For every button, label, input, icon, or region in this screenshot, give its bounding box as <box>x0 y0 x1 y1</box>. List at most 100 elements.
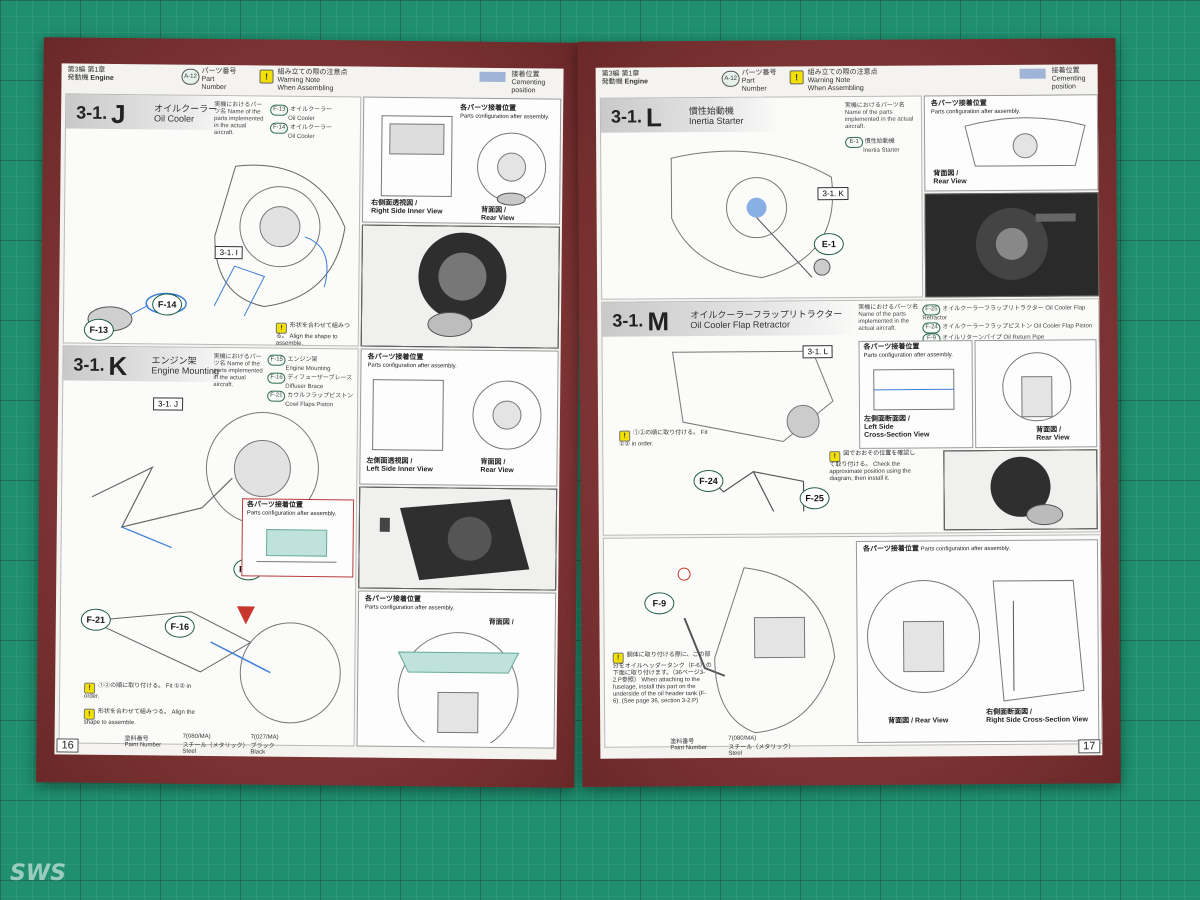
chapter-jp: 発動機 <box>67 74 89 82</box>
caption-jp: 背面図 / <box>888 717 914 725</box>
paint-en: Steel <box>182 748 197 755</box>
callout-f-16: F-16 <box>164 615 195 638</box>
caption-jp: 各パーツ接着位置 <box>365 595 421 604</box>
right-page: 第3編 第1章 発動機 Engine A-12 パーツ番号 Part Numbe… <box>577 38 1121 787</box>
note-text: 図でおおその位置を確認して取り付ける。 Check the approximat… <box>829 450 916 483</box>
legend-en: Oil Cooler Flap Piston <box>1033 323 1093 330</box>
legend-jp: 慣性始動機 <box>864 138 895 145</box>
cross-section-drawing <box>873 368 955 411</box>
warning-label: 組み立ての際の注意点 Warning Note When Assembling <box>277 69 347 94</box>
caption-en-2: Cross-Section View <box>864 431 930 439</box>
section-letter: K <box>108 350 128 382</box>
parts-legend-intro: 実機におけるパーツ名 Name of the parts implemented… <box>858 304 919 332</box>
callout-f-13: F-13 <box>83 318 114 341</box>
cement-en-2: position <box>511 87 536 95</box>
section-title-en: Inertia Starter <box>688 115 744 127</box>
legend-jp: オイルクーラー <box>289 124 333 132</box>
paint-jp: 塗料番号 <box>670 739 695 746</box>
warn-en-2: When Assembling <box>807 84 864 93</box>
part-jp: パーツ番号 <box>741 69 777 77</box>
cementing-label: 接着位置 Cementing position <box>511 71 545 95</box>
right-page-content: 第3編 第1章 発動機 Engine A-12 パーツ番号 Part Numbe… <box>595 64 1103 759</box>
rear-view-drawing <box>1002 352 1072 422</box>
inset-drawing <box>256 529 337 563</box>
caption-jp: 背面図 / <box>481 206 507 215</box>
left-page-header: 第3編 第1章 発動機 Engine A-12 パーツ番号 Part Numbe… <box>61 63 563 94</box>
cementing-position-swatch <box>479 71 506 83</box>
engine-photo-k <box>358 486 558 591</box>
section-letter: J <box>110 98 126 130</box>
header-chapter: 第3編 第1章 発動機 Engine <box>67 66 113 82</box>
legend-code: F-14 <box>269 122 289 134</box>
caption-jp: 背面図 / <box>933 170 959 178</box>
inner-view-drawing <box>372 379 542 451</box>
caption-en: Parts configuration after assembly. <box>863 352 953 359</box>
note-text: 形状を合わせて組みつる。 Align the shape to assemble… <box>83 708 195 727</box>
legend-en: Inertia Starter <box>863 147 900 154</box>
paint-en: Steel <box>728 750 743 757</box>
right-page-header: 第3編 第1章 発動機 Engine A-12 パーツ番号 Part Numbe… <box>596 64 1098 94</box>
parts-legend-intro: 実機におけるパーツ名 Name of the parts implemented… <box>213 101 264 137</box>
reference-box: 3-1. I <box>214 246 243 260</box>
section-title-en: Oil Cooler <box>154 113 195 124</box>
section-title: 3-1.M オイルクーラーフラップリトラクター Oil Cooler Flap … <box>612 306 842 337</box>
callout-f-25: F-25 <box>799 487 830 510</box>
left-page-content: 第3編 第1章 発動機 Engine A-12 パーツ番号 Part Numbe… <box>54 63 564 760</box>
legend-code: F-13 <box>270 104 289 116</box>
caption-jp: 左側面断面図 / <box>864 415 910 423</box>
legend-en: Oil Cooler <box>287 133 315 141</box>
caption-en: Right Side Inner View <box>371 207 443 216</box>
legend-jp: エンジン架 <box>287 356 318 364</box>
paint-en: Paint Number <box>124 742 162 749</box>
legend-code: F-21 <box>267 390 286 402</box>
parts-legend: F-13 オイルクーラー Oil Cooler F-14 オイルクーラー Oil… <box>269 104 356 142</box>
callout-f-21: F-21 <box>80 608 111 631</box>
inner-view-drawing <box>380 115 547 206</box>
paint-1: 7(080/MA)スチール（メタリック）Steel <box>182 734 248 756</box>
caption-en: Rear View <box>1036 434 1070 442</box>
assembly-note-1: !①②の順に取り付ける。 Fit ①② in order. <box>619 430 709 449</box>
reference-box: 3-1. K <box>817 186 849 201</box>
section-title: 3-1.K エンジン架 Engine Mounting <box>73 351 219 383</box>
assembly-note-2: !図でおおその位置を確認して取り付ける。 Check the approxima… <box>829 451 919 484</box>
legend-code: F-25 <box>922 304 941 316</box>
legend-code: F-24 <box>922 322 941 334</box>
engine-photo-m <box>943 449 1098 531</box>
cowl-flap-diagram <box>88 606 341 724</box>
warn-en-2: When Assembling <box>277 84 334 93</box>
parts-legend: F-25 オイルクーラーフラップリトラクター Oil Cooler Flap R… <box>922 303 1094 345</box>
caption-jp: 各パーツ接着位置 <box>367 353 424 362</box>
caption-jp: 各パーツ接着位置 <box>862 545 919 553</box>
attachment-note: !胴体に取り付ける際に、この部分をオイルヘッダータンク（F-6）の下面に取り付け… <box>612 652 713 706</box>
caption-en: Right Side Cross-Section View <box>986 716 1088 725</box>
inertia-starter-diagram <box>670 150 833 279</box>
page-number: 16 <box>56 738 79 753</box>
legend-jp: カウルフラップピストン <box>287 392 354 400</box>
caption-jp: 各パーツ接着位置 <box>246 501 303 509</box>
assembly-note-2: !形状を合わせて組みつる。 Align the shape to assembl… <box>83 708 204 728</box>
warning-icon: ! <box>829 451 841 463</box>
section-3-1-m: 3-1.M オイルクーラーフラップリトラクター Oil Cooler Flap … <box>601 298 1101 536</box>
engine-photo-l <box>924 192 1100 298</box>
legend-jp: オイルクーラー <box>290 106 333 114</box>
warn-jp: 組み立ての際の注意点 <box>807 68 878 77</box>
callout-e-1: E-1 <box>813 233 844 256</box>
page-number: 17 <box>1078 739 1101 754</box>
engine-photo-j <box>360 224 560 349</box>
part-en-2: Number <box>201 83 227 92</box>
section-letter: L <box>645 102 662 133</box>
assembly-note-1: !①②の順に取り付ける。 Fit ①② in order. <box>84 682 204 702</box>
section-title: 3-1.L 慣性始動機 Inertia Starter <box>611 102 744 133</box>
legend-code: F-15 <box>267 354 286 366</box>
right-side-inner-caption: 右側面透視図 /Right Side Inner View <box>371 200 443 217</box>
